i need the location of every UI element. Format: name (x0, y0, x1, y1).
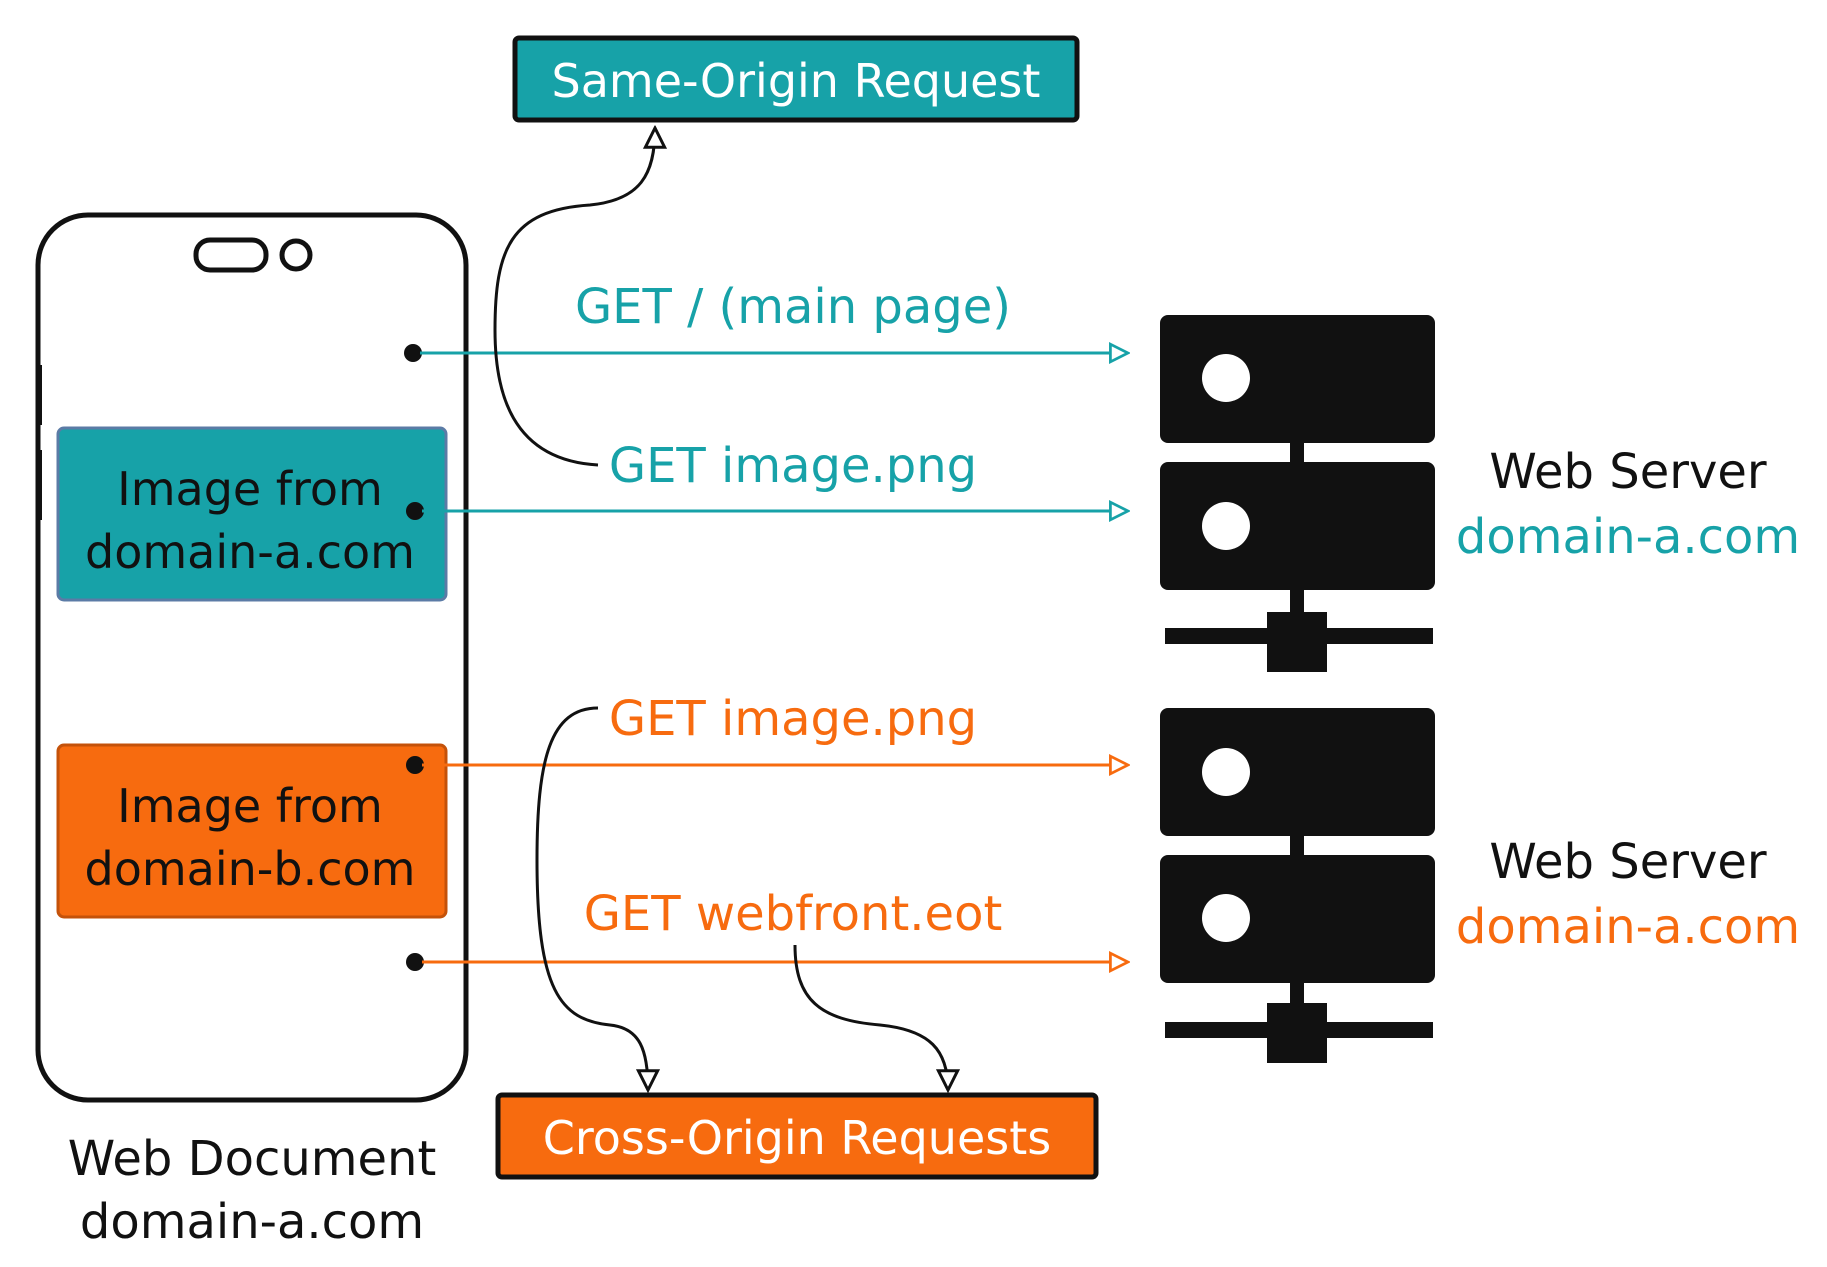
server-1-title: Web Server (1489, 444, 1767, 500)
image-box-domain-a (56, 426, 448, 602)
label-get-font: GET webfront.eot (584, 886, 1003, 942)
request-dot-image-b (406, 756, 424, 774)
label-get-image-a: GET image.png (609, 438, 977, 494)
server-2-domain: domain-a.com (1456, 899, 1800, 955)
cross-origin-label: Cross-Origin Requests (543, 1111, 1051, 1165)
phone-icon (35, 212, 469, 1103)
same-origin-box (512, 35, 1080, 123)
server-2-title: Web Server (1489, 834, 1767, 890)
request-dot-main (404, 344, 422, 362)
image-b-label-line1: Image from (117, 779, 383, 833)
image-a-label-line2: domain-a.com (85, 525, 415, 579)
image-a-label-line1: Image from (117, 462, 383, 516)
request-dot-image-a (406, 502, 424, 520)
image-b-label-line2: domain-b.com (85, 842, 416, 896)
request-dot-font (406, 953, 424, 971)
curve-to-cross-origin-font (793, 944, 948, 1090)
cross-origin-box (495, 1092, 1099, 1180)
server-icon (1160, 315, 1435, 672)
document-title: Web Document (68, 1131, 437, 1187)
label-get-image-b: GET image.png (609, 691, 977, 747)
curve-to-cross-origin-image (535, 706, 648, 1090)
document-domain: domain-a.com (80, 1194, 424, 1250)
same-origin-label: Same-Origin Request (552, 54, 1041, 108)
server-icon (1160, 708, 1435, 1063)
label-get-main: GET / (main page) (575, 279, 1011, 335)
server-1-domain: domain-a.com (1456, 509, 1800, 565)
image-box-domain-b (56, 743, 448, 919)
curve-to-same-origin (493, 128, 655, 467)
